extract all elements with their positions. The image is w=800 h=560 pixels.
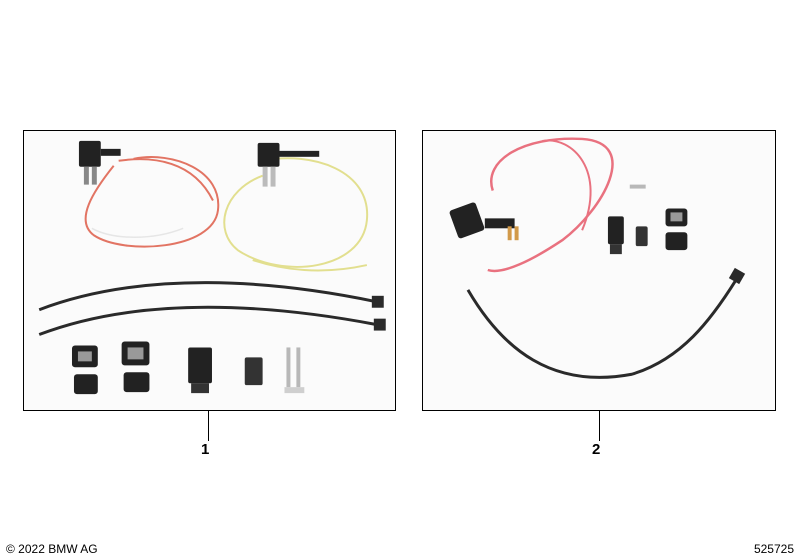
copyright-notice: © 2022 BMW AG [6,542,98,556]
kit-1-photo [38,140,386,395]
kit-2-photo [449,137,746,379]
yellow-wire [223,157,368,268]
connector-plug-small [244,357,263,386]
connector-plug-large [188,347,212,394]
cable-tie-2 [38,305,378,336]
fuse-tap-holder-2 [257,142,320,187]
red-wire [84,156,220,248]
crimp-terminals [284,347,305,394]
callout-number-2: 2 [592,441,601,458]
fuse-tap-holder [449,202,519,241]
connector-plug-small [635,226,648,247]
pink-wire [487,137,614,273]
callout-number-1: 1 [201,441,210,458]
pink-wire-lead [542,139,592,231]
photo-panel-item-1 [23,130,396,411]
diagram-number: 525725 [753,542,794,556]
cable-tie [466,279,738,379]
leader-line-item-1 [208,411,209,441]
red-wire-lead [118,158,214,201]
yellow-wire-lead [252,259,368,272]
connector-housing-set [665,208,688,251]
photo-panel-item-2 [422,130,776,411]
cable-tie-1 [38,281,378,312]
leader-line-item-2 [599,411,600,441]
connector-housing-set-1 [71,345,98,395]
fuse-tap-holder-1 [78,140,121,185]
connector-housing-set-2 [121,341,150,393]
crimp-terminal [629,184,646,189]
white-wire-lead [91,227,184,238]
connector-plug-large [607,216,624,255]
